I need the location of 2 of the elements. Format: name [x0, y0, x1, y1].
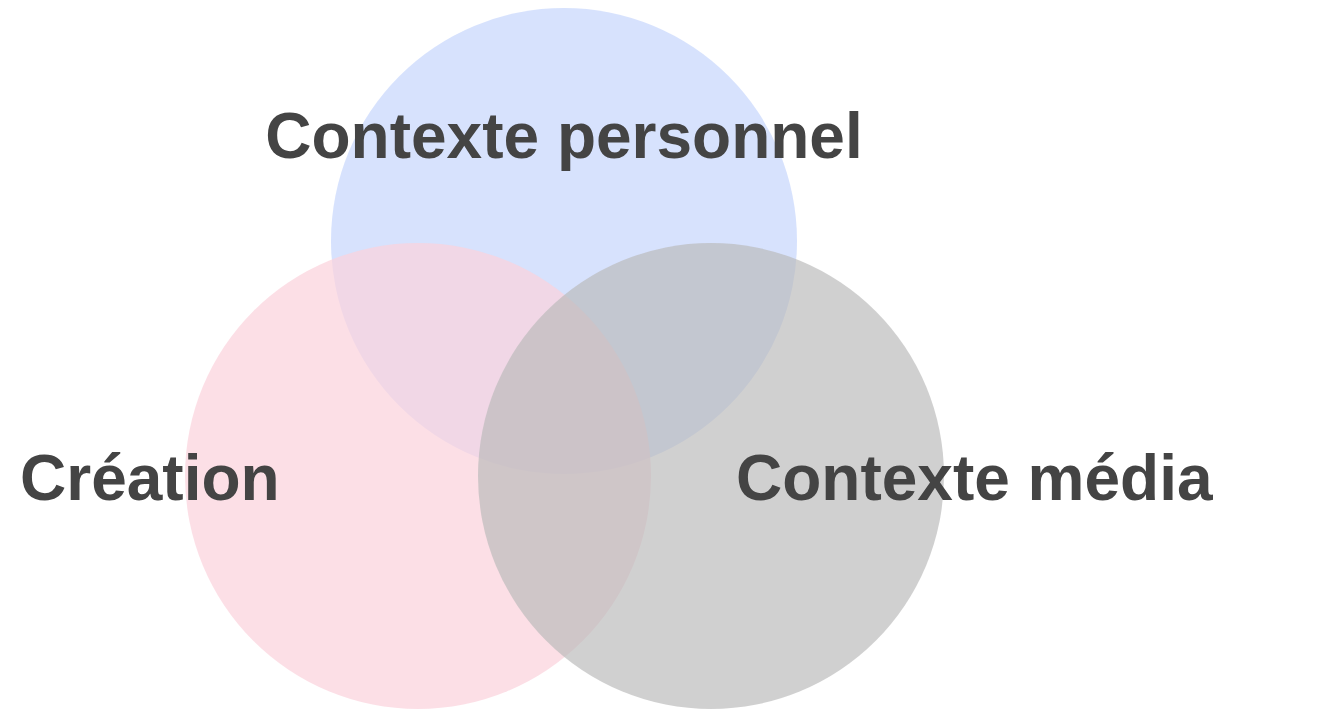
circle-label: Contexte média — [736, 446, 1213, 510]
circle-label: Création — [20, 446, 280, 510]
